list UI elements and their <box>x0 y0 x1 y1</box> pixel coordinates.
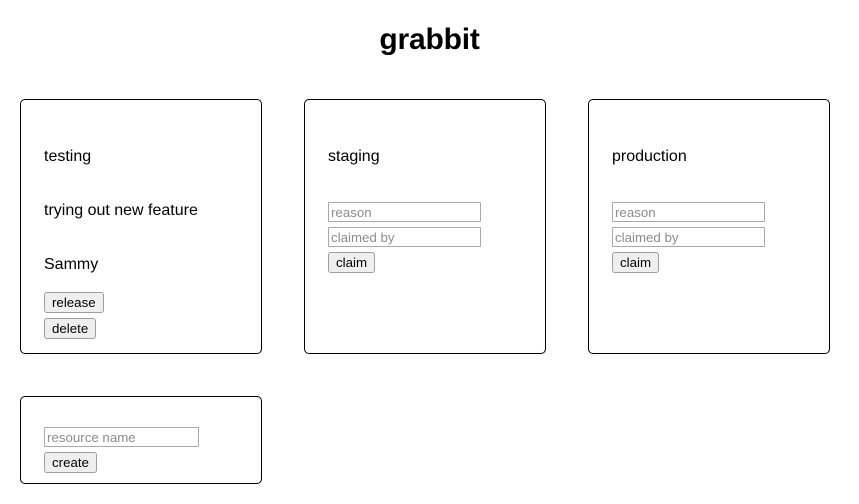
resource-card-testing: testing trying out new feature Sammy rel… <box>20 99 262 354</box>
resource-card-body: production claim <box>611 122 807 273</box>
resource-card-production: production claim <box>588 99 830 354</box>
resource-name: testing <box>44 148 92 165</box>
claim-form: claim <box>612 202 807 273</box>
claimed-by-input[interactable] <box>328 227 481 247</box>
create-form: create <box>43 419 239 473</box>
resource-reason: trying out new feature <box>44 202 198 219</box>
release-button[interactable]: release <box>44 292 104 313</box>
reason-input[interactable] <box>328 202 481 222</box>
resource-card-body: testing trying out new feature Sammy rel… <box>43 122 239 339</box>
create-button[interactable]: create <box>44 452 97 473</box>
create-resource-card: create <box>20 396 262 484</box>
claimed-by-input[interactable] <box>612 227 765 247</box>
resource-name-input[interactable] <box>44 427 199 447</box>
claim-form: claim <box>328 202 523 273</box>
reason-input[interactable] <box>612 202 765 222</box>
delete-button[interactable]: delete <box>44 318 97 339</box>
claim-button[interactable]: claim <box>328 252 376 273</box>
resource-name: staging <box>328 148 380 165</box>
resource-claimed-by: Sammy <box>44 256 99 273</box>
resource-card-staging: staging claim <box>304 99 546 354</box>
resource-card-body: staging claim <box>327 122 523 273</box>
resource-cards-row: testing trying out new feature Sammy rel… <box>20 99 830 354</box>
claim-button[interactable]: claim <box>612 252 660 273</box>
resource-name: production <box>612 148 687 165</box>
page-title: grabbit <box>379 23 480 56</box>
